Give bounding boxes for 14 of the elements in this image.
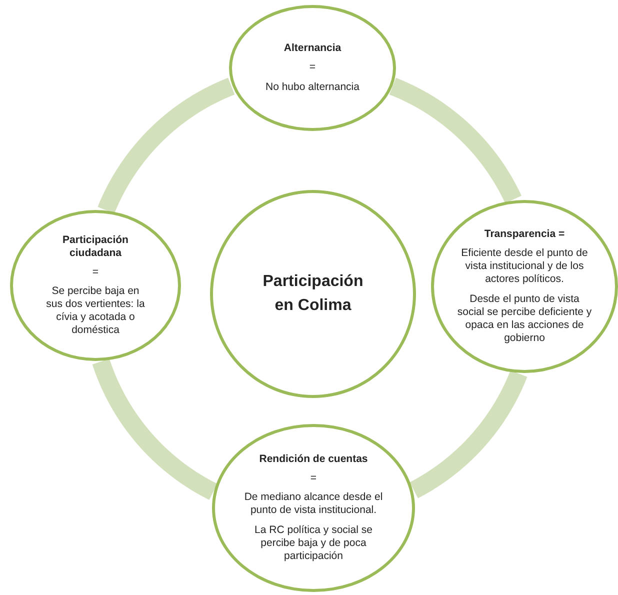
node-text: Se percibe baja en sus dos vertientes: la cívia y acotada o doméstica (45, 284, 146, 338)
node-text: Desde el punto de vista social se percibe deficiente y opaca en las acciones de gobierno (456, 292, 593, 345)
node-text: De mediano alcance desde el punto de vista institucional. (243, 491, 384, 518)
node-title: Participación ciudadana (62, 234, 130, 260)
node-text: = (310, 472, 317, 486)
node-text: = (309, 61, 316, 75)
node-title: Rendición de cuentas (259, 453, 368, 466)
node-title: Participación en Colima (262, 272, 364, 316)
node-text: Eficiente desde el punto de vista institucional y de los actores políticos. (460, 247, 589, 286)
node-text: No hubo alternancia (266, 80, 360, 94)
node-text: La RC política y social se percibe baja y de poca participación (254, 524, 374, 563)
node-text: = (92, 266, 99, 279)
node-title: Alternancia (284, 42, 342, 56)
node-title: Transparencia = (484, 228, 565, 242)
